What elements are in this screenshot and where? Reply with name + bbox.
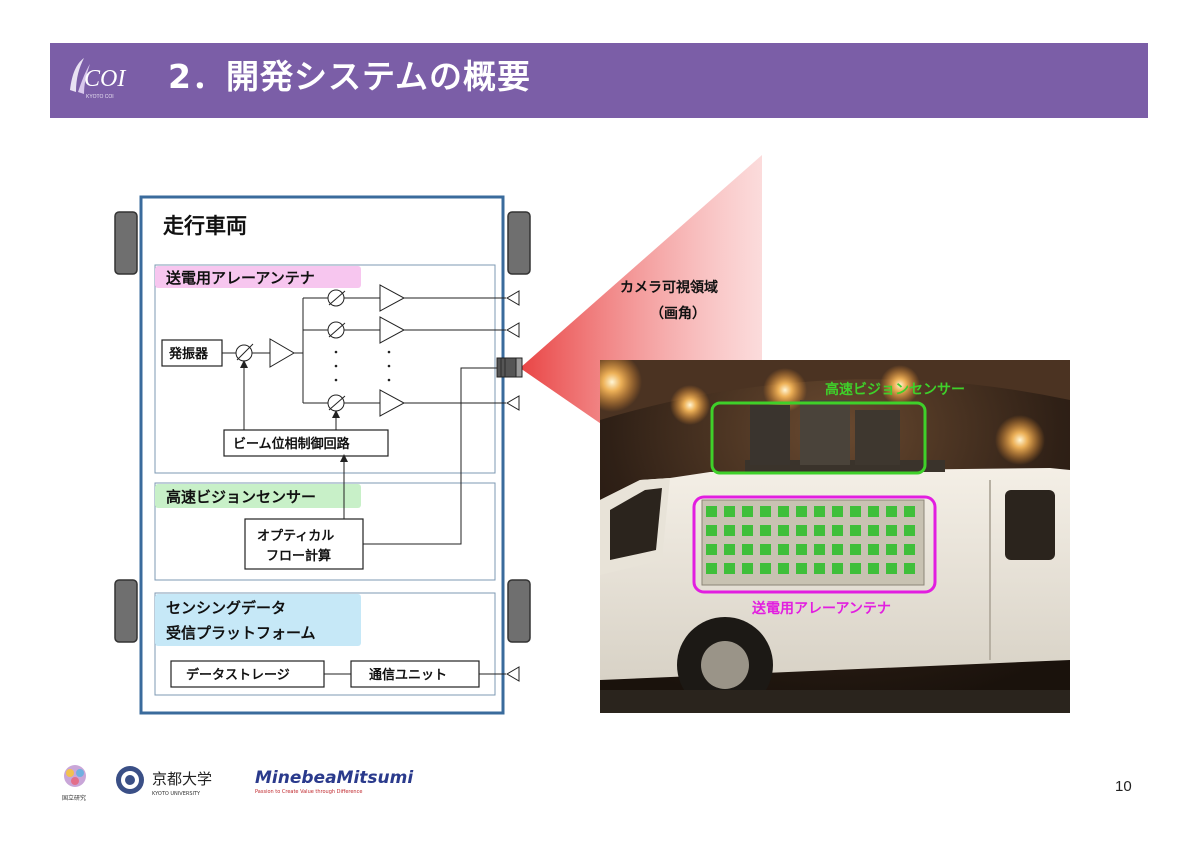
svg-text:国立研究: 国立研究 (62, 794, 86, 802)
page-number: 10 (1115, 778, 1132, 795)
wheel-front-right (507, 211, 531, 275)
coi-footer-logo: 国立研究 (62, 765, 86, 802)
coi-logo-subtext: KYOTO COI (86, 94, 114, 100)
amplifier-main (269, 338, 295, 368)
photo-antenna-label: 送電用アレーアンテナ (751, 600, 891, 617)
antenna-branch-1 (303, 284, 520, 312)
minebeamitsumi-logo: MinebeaMitsumi Passion to Create Value t… (255, 768, 414, 795)
platform-section-label-1: センシングデータ (166, 599, 286, 617)
camera-icon (496, 357, 518, 378)
coi-logo-text: COI (84, 66, 126, 92)
antenna-section-highlight (155, 266, 361, 288)
antenna-branch-n (303, 389, 520, 417)
camera-fov-label: カメラ可視領域 (620, 279, 718, 296)
data-storage-block (170, 660, 325, 688)
antenna-section-label: 送電用アレーアンテナ (165, 269, 315, 287)
wheel-rear-left (114, 579, 138, 643)
svg-text:MinebeaMitsumi: MinebeaMitsumi (255, 768, 414, 788)
vehicle-photo: 高速ビジョンセンサー 送電用アレーアンテナ (600, 360, 1070, 713)
photo-vision-box (710, 401, 927, 475)
beam-phase-control-label: ビーム位相制御回路 (233, 436, 351, 452)
oscillator-block (161, 339, 223, 367)
optical-flow-label-2: フロー計算 (266, 548, 331, 564)
beam-phase-control-block (223, 429, 389, 457)
branch-ellipsis (334, 350, 391, 382)
wheel-front-left (114, 211, 138, 275)
optical-flow-label-1: オプティカル (257, 529, 334, 544)
title-banner (50, 43, 1148, 118)
antenna-branch-2 (303, 316, 520, 344)
vision-section-highlight (155, 484, 361, 508)
oscillator-label: 発振器 (168, 346, 209, 362)
data-storage-label: データストレージ (186, 667, 290, 683)
comm-antenna-icon (506, 666, 520, 682)
coi-logo: COI KYOTO COI (70, 58, 126, 100)
photo-antenna-box (692, 495, 937, 594)
page-title: 2．開発システムの概要 (168, 57, 531, 96)
svg-text:Passion to Create Value throug: Passion to Create Value through Differen… (255, 789, 362, 795)
camera-fov-sublabel: （画角） (650, 305, 706, 322)
platform-section-highlight (155, 594, 361, 646)
svg-text:KYOTO UNIVERSITY: KYOTO UNIVERSITY (152, 791, 201, 797)
kyoto-university-logo: 京都大学 KYOTO UNIVERSITY (116, 766, 212, 797)
comm-unit-label: 通信ユニット (369, 667, 447, 683)
platform-section-label-2: 受信プラットフォーム (166, 624, 316, 642)
vehicle-title: 走行車両 (163, 214, 247, 238)
comm-unit-block (350, 660, 480, 688)
optical-flow-block (244, 518, 364, 570)
photo-vision-label: 高速ビジョンセンサー (825, 381, 965, 398)
footer-logos: 国立研究 京都大学 KYOTO UNIVERSITY MinebeaMitsum… (62, 765, 414, 802)
vision-section-label: 高速ビジョンセンサー (166, 488, 316, 506)
wheel-rear-right (507, 579, 531, 643)
svg-text:京都大学: 京都大学 (152, 770, 212, 788)
